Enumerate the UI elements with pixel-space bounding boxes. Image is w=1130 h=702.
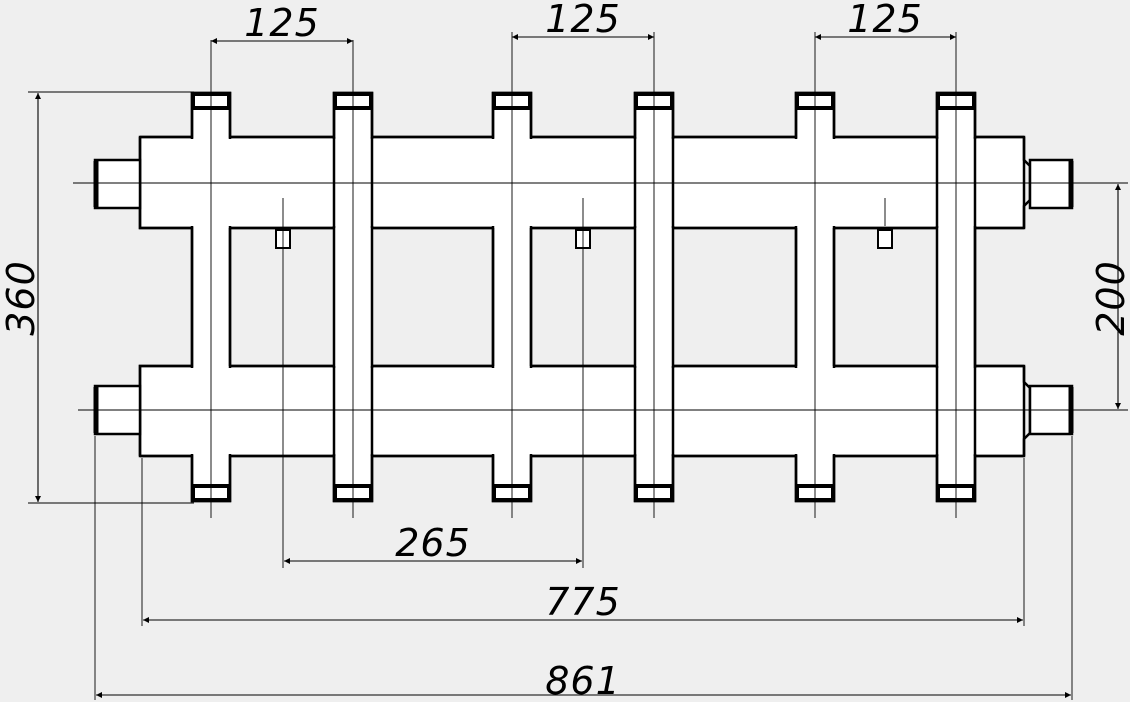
label-overall-length: 861 — [545, 659, 621, 702]
pipe-left-top — [93, 158, 142, 210]
extension-lines — [28, 91, 1128, 700]
label-header-spacing: 200 — [1089, 260, 1130, 336]
label-sensor-spacing: 265 — [395, 521, 471, 565]
sleeve-3 — [877, 229, 893, 249]
label-pitch-3: 125 — [847, 0, 923, 41]
centre-lines — [73, 32, 1128, 568]
dimension-lines — [35, 34, 1121, 698]
label-body-length: 775 — [545, 580, 621, 624]
pipe-right-top — [1028, 158, 1074, 210]
label-height: 360 — [0, 260, 43, 336]
sensor-sleeves — [275, 229, 893, 249]
label-pitch-1: 125 — [244, 1, 320, 45]
label-pitch-2: 125 — [545, 0, 621, 41]
